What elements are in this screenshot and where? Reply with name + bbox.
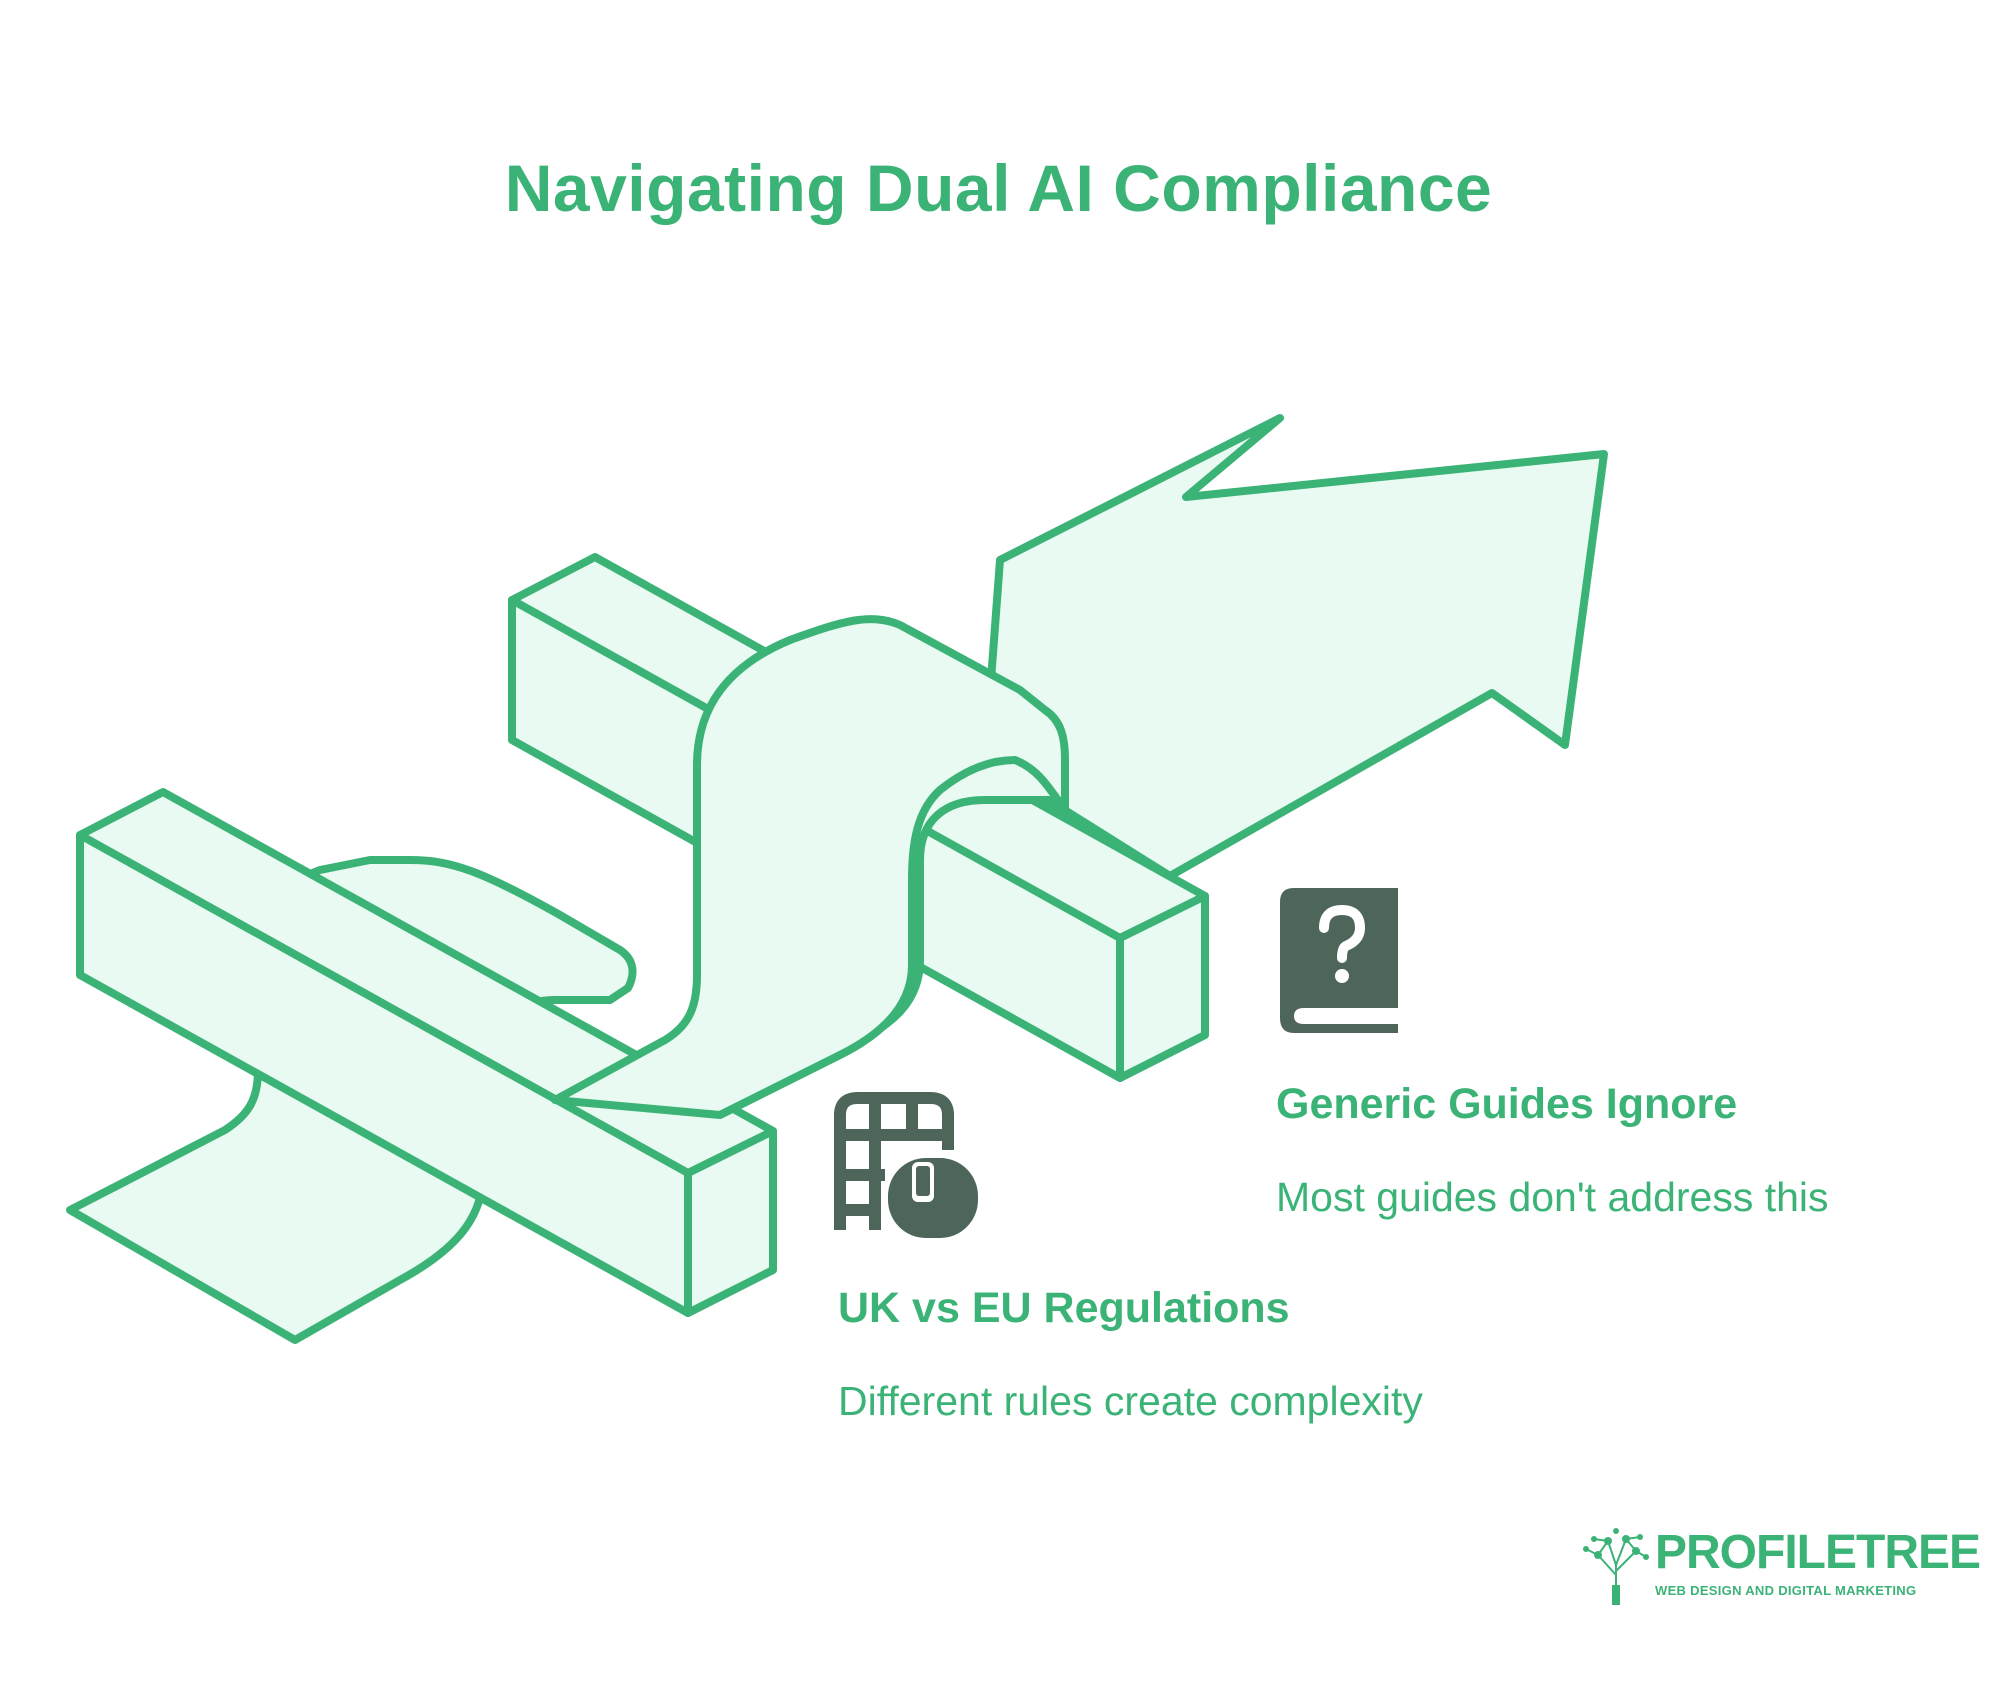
logo-tagline: WEB DESIGN AND DIGITAL MARKETING bbox=[1655, 1583, 1917, 1598]
middle-ribbon bbox=[551, 615, 1069, 1119]
question-book-icon bbox=[1280, 888, 1398, 1033]
tree-logo-icon bbox=[1583, 1528, 1649, 1605]
arrow-head bbox=[981, 414, 1608, 880]
item-heading-uk-eu: UK vs EU Regulations bbox=[838, 1284, 1290, 1332]
lower-block bbox=[76, 788, 777, 1317]
logo-wordmark: PROFILETREE bbox=[1655, 1526, 1981, 1579]
item-heading-generic-guides: Generic Guides Ignore bbox=[1276, 1080, 1738, 1128]
page-title: Navigating Dual AI Compliance bbox=[504, 151, 1493, 225]
profiletree-logo: PROFILETREE WEB DESIGN AND DIGITAL MARKE… bbox=[1580, 1525, 1981, 1605]
door-key-grid-icon bbox=[834, 1092, 978, 1238]
item-description-generic-guides: Most guides don't address this bbox=[1276, 1174, 1829, 1220]
item-description-uk-eu: Different rules create complexity bbox=[838, 1378, 1423, 1424]
